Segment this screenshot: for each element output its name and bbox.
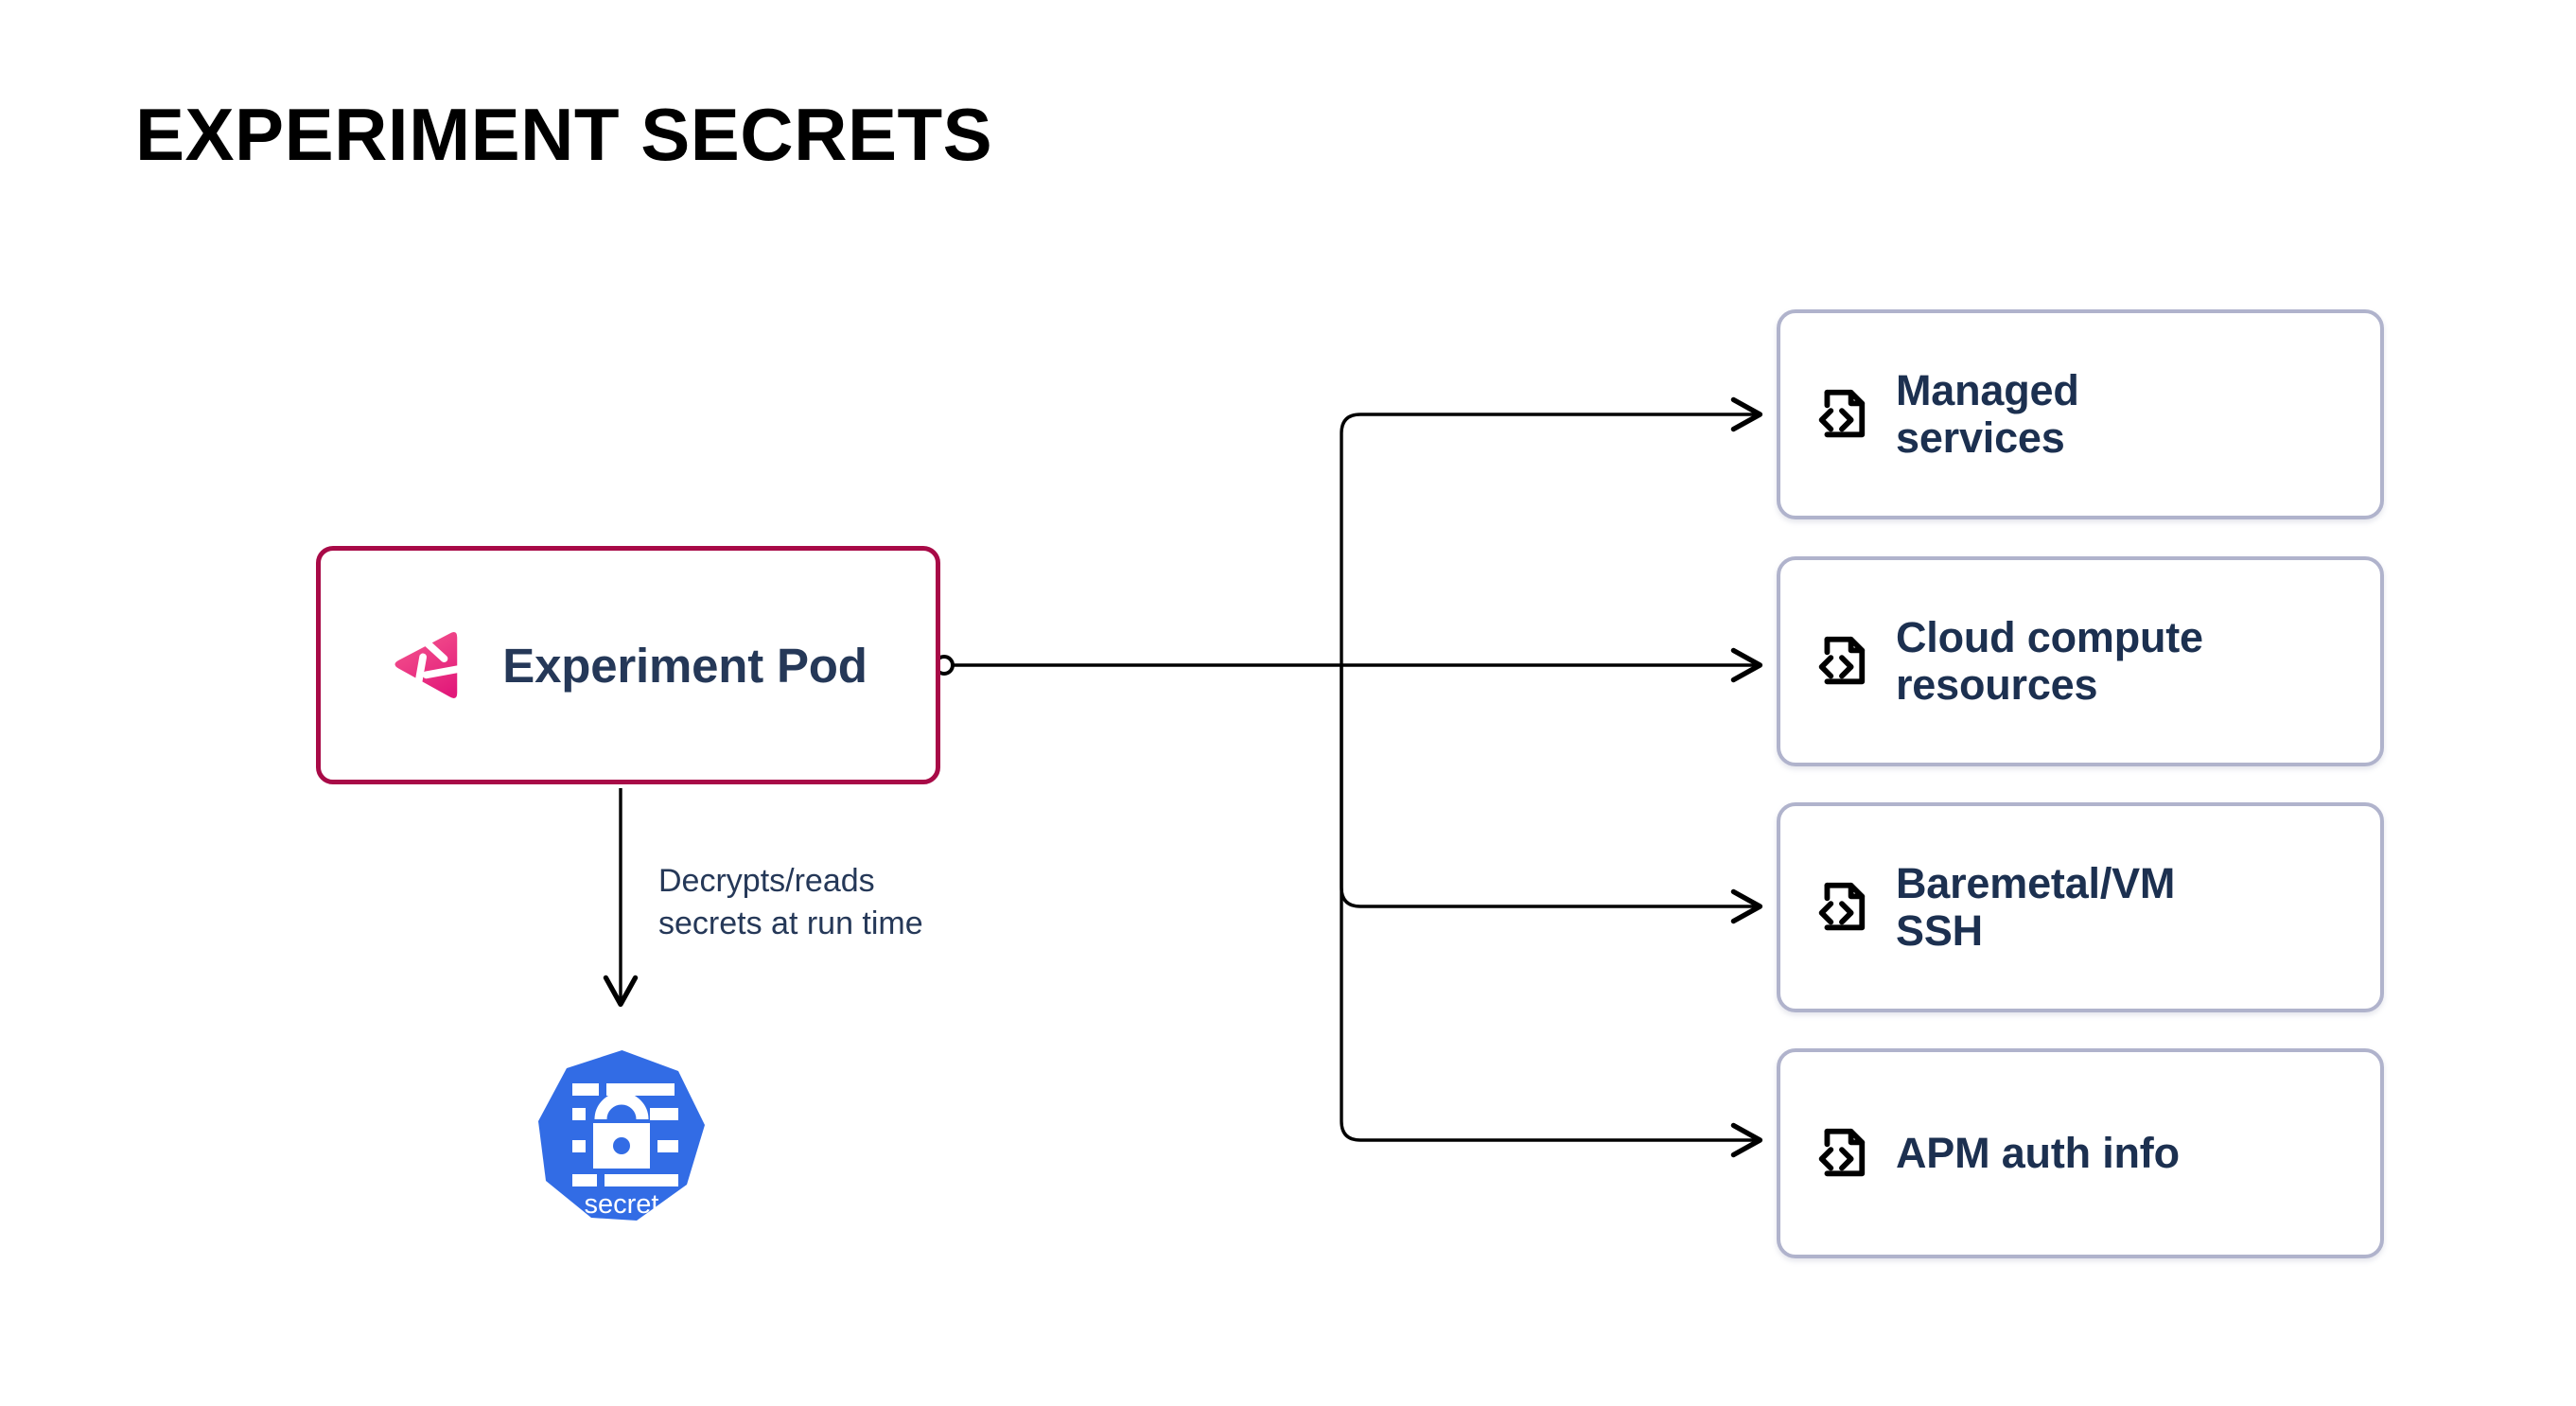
- secret-label: secret: [585, 1189, 659, 1220]
- target-card-label-line-1: Baremetal/VM: [1896, 858, 2176, 907]
- code-file-icon: [1818, 389, 1866, 438]
- target-card-label-line-1: APM auth info: [1896, 1128, 2180, 1177]
- target-card-label: APM auth info: [1896, 1128, 2180, 1177]
- target-card-baremetal-vm-ssh[interactable]: Baremetal/VM SSH: [1777, 802, 2384, 1012]
- experiment-pod-label: Experiment Pod: [502, 638, 867, 693]
- gremlin-logo-icon: [394, 632, 462, 698]
- kubernetes-secret-icon: secret: [538, 1050, 705, 1221]
- kubernetes-secret-node[interactable]: secret: [534, 1047, 710, 1227]
- target-card-label: Cloud compute resources: [1896, 612, 2203, 710]
- code-file-icon: [1818, 882, 1866, 931]
- target-card-label: Baremetal/VM SSH: [1896, 858, 2176, 956]
- target-card-label: Managed services: [1896, 365, 2079, 463]
- edge-to-apm-auth: [1340, 665, 1763, 1158]
- code-file-icon: [1818, 636, 1866, 685]
- target-card-label-line-2: SSH: [1896, 906, 1983, 955]
- edge-caption-line-1: Decrypts/reads: [658, 863, 875, 899]
- edge-caption: Decrypts/reads secrets at run time: [658, 860, 1056, 945]
- target-card-label-line-1: Cloud compute: [1896, 612, 2203, 661]
- target-card-label-line-1: Managed: [1896, 365, 2079, 414]
- edge-to-managed-services: [1340, 396, 1763, 665]
- page-title: EXPERIMENT SECRETS: [135, 93, 993, 176]
- edge-caption-line-2: secrets at run time: [658, 905, 923, 941]
- experiment-pod-node[interactable]: Experiment Pod: [316, 546, 940, 784]
- target-card-cloud-compute-resources[interactable]: Cloud compute resources: [1777, 556, 2384, 766]
- target-card-label-line-2: services: [1896, 413, 2065, 462]
- edge-to-baremetal-ssh: [1340, 665, 1763, 924]
- target-card-label-line-2: resources: [1896, 660, 2098, 709]
- target-card-apm-auth-info[interactable]: APM auth info: [1777, 1048, 2384, 1258]
- target-card-managed-services[interactable]: Managed services: [1777, 309, 2384, 519]
- code-file-icon: [1818, 1128, 1866, 1177]
